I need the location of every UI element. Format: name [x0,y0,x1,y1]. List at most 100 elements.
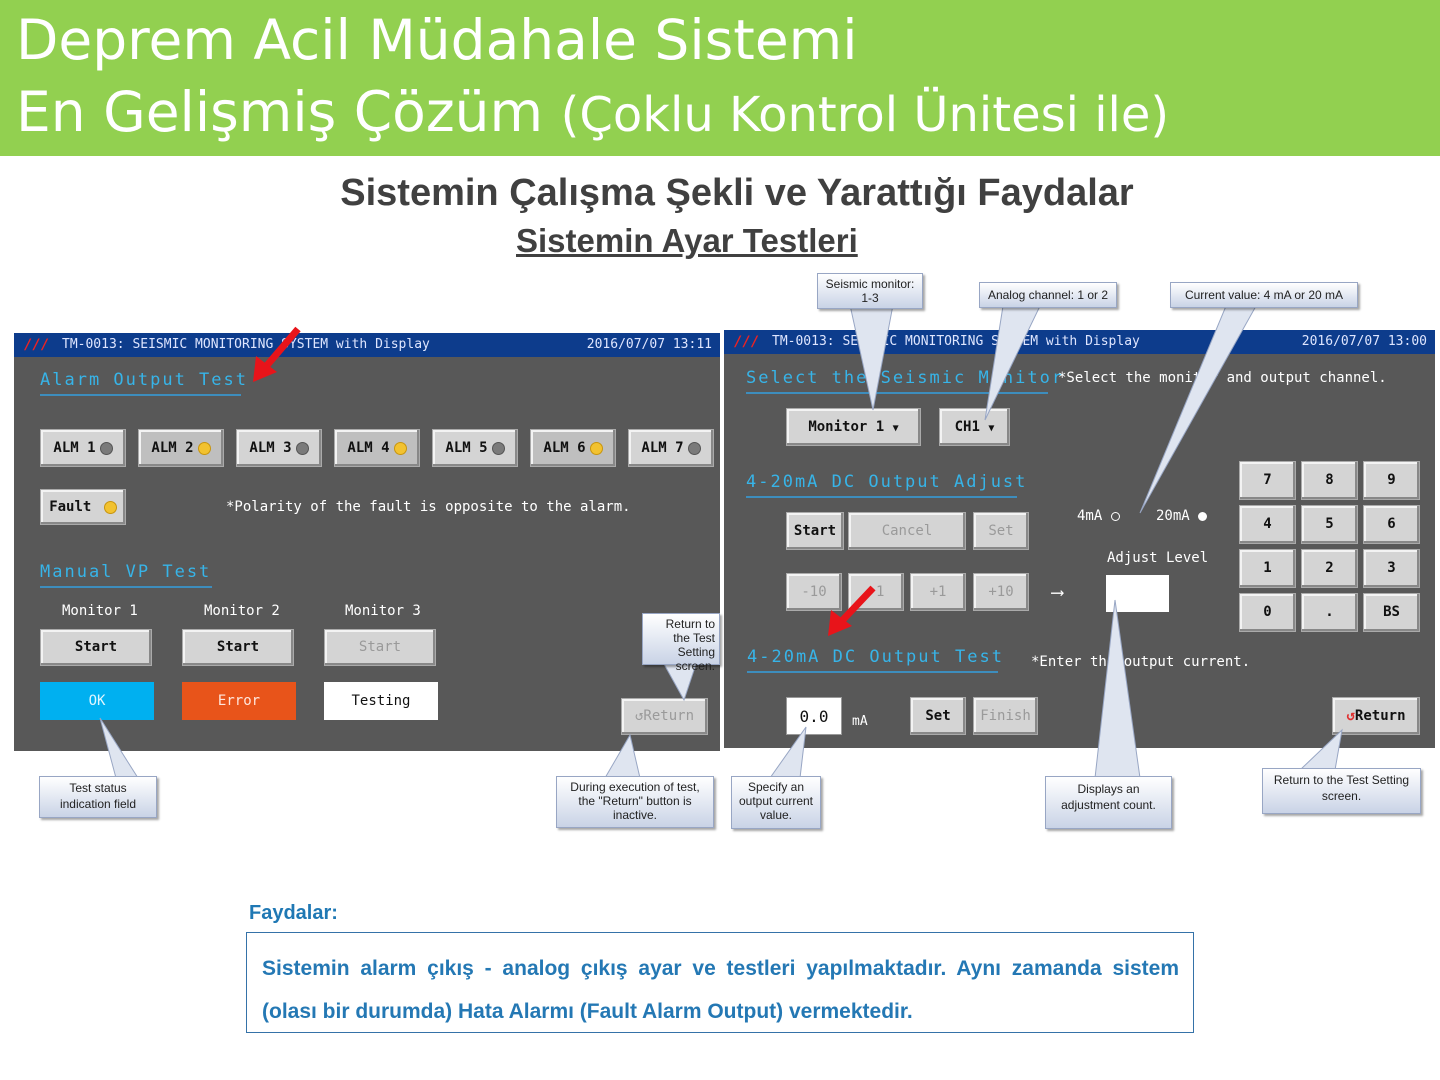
adjust-start-button[interactable]: Start [786,512,844,550]
return-arrow-icon: ↺ [634,708,644,724]
alarm-button-5[interactable]: ALM 5 [432,429,518,467]
keypad-key[interactable]: 7 [1239,461,1296,500]
select-monitor-note: *Select the monitor and output channel. [1058,370,1387,386]
callout-displays-count: Displays an adjustment count. [1045,776,1172,829]
left-return-button[interactable]: ↺Return [621,698,708,735]
select-monitor-heading: Select the Seismic Monitor [746,368,1062,394]
monitor-select-value: Monitor 1 [808,419,885,435]
right-return-button[interactable]: ↺Return [1332,697,1420,735]
monitor-1-start-button[interactable]: Start [40,629,152,666]
company-logo-icon: /// [734,334,760,350]
fault-button[interactable]: Fault [40,489,126,525]
adjust-set-button[interactable]: Set [973,512,1029,550]
alarm-led-icon [589,441,603,455]
adjust-level-field [1106,575,1169,612]
channel-select-dropdown[interactable]: CH1 ▼ [939,408,1010,446]
callout-during-execution: During execution of test, the "Return" b… [556,776,714,828]
step-minus-1-button[interactable]: -1 [848,573,904,611]
callout-current-value: Current value: 4 mA or 20 mA [1170,282,1358,308]
slide-subtitle-2: Sistemin Ayar Testleri [516,222,858,259]
callout-seismic-monitor: Seismic monitor: 1-3 [817,273,923,309]
alarm-button-label: ALM 6 [543,440,586,456]
output-adjust-heading: 4-20mA DC Output Adjust [746,472,1025,498]
keypad-key[interactable]: 2 [1301,549,1358,588]
ma20-indicator: 20mA [1156,508,1208,524]
keypad-key[interactable]: BS [1363,593,1420,632]
benefits-text: Sistemin alarm çıkış - analog çıkış ayar… [262,957,1179,1023]
manual-vp-test-heading: Manual VP Test [40,562,212,588]
ma20-radio-icon [1198,511,1208,521]
header-line-2: En Gelişmiş Çözüm (Çoklu Kontrol Ünitesi… [16,80,1169,147]
alarm-button-label: ALM 3 [249,440,292,456]
alarm-led-icon [197,441,211,455]
alarm-button-6[interactable]: ALM 6 [530,429,616,467]
callout-return-test-setting: Return to the Test Setting screen. [1262,768,1421,814]
keypad-key[interactable]: 6 [1363,505,1420,544]
alarm-button-label: ALM 5 [445,440,488,456]
monitor-select-dropdown[interactable]: Monitor 1 ▼ [786,408,921,446]
return-arrow-icon: ↺ [1346,708,1355,724]
output-current-input[interactable]: 0.0 [786,697,842,735]
ma4-indicator: 4mA [1077,508,1120,524]
output-unit-label: mA [852,714,868,729]
keypad-key[interactable]: 5 [1301,505,1358,544]
keypad-key[interactable]: 9 [1363,461,1420,500]
alarm-led-icon [491,441,505,455]
alarm-button-label: ALM 7 [641,440,684,456]
alarm-led-icon [393,441,407,455]
monitor-2-start-button[interactable]: Start [182,629,294,666]
keypad-key[interactable]: 1 [1239,549,1296,588]
alarm-button-3[interactable]: ALM 3 [236,429,322,467]
step-plus-1-button[interactable]: +1 [910,573,966,611]
left-screen: /// TM-0013: SEISMIC MONITORING SYSTEM w… [14,333,720,751]
benefits-title: Faydalar: [249,902,338,924]
ma4-radio-icon [1110,511,1120,521]
left-return-label: Return [643,708,694,724]
chevron-down-icon: ▼ [892,423,899,434]
output-test-note: *Enter the output current. [1031,654,1251,670]
callout-return-test: Return to the Test Setting screen. [642,613,720,673]
output-test-heading: 4-20mA DC Output Test [747,647,1002,673]
arrow-right-icon: ⟶ [1052,582,1063,603]
monitor-3-start-button[interactable]: Start [324,629,436,666]
adjust-level-label: Adjust Level [1107,550,1209,566]
right-window-title: TM-0013: SEISMIC MONITORING SYSTEM with … [772,334,1140,349]
header-line-1: Deprem Acil Müdahale Sistemi [16,8,858,72]
keypad-key[interactable]: 3 [1363,549,1420,588]
fault-polarity-note: *Polarity of the fault is opposite to th… [226,499,631,515]
monitor-1-label: Monitor 1 [62,603,138,619]
keypad-key[interactable]: 8 [1301,461,1358,500]
alarm-button-2[interactable]: ALM 2 [138,429,224,467]
keypad-key[interactable]: 4 [1239,505,1296,544]
benefits-box: Sistemin alarm çıkış - analog çıkış ayar… [246,932,1194,1033]
monitor-2-label: Monitor 2 [204,603,280,619]
left-window-title: TM-0013: SEISMIC MONITORING SYSTEM with … [62,337,430,352]
step-plus-10-button[interactable]: +10 [973,573,1029,611]
adjust-cancel-button[interactable]: Cancel [848,512,966,550]
keypad-key[interactable]: . [1301,593,1358,632]
step-minus-10-button[interactable]: -10 [786,573,842,611]
alarm-button-4[interactable]: ALM 4 [334,429,420,467]
monitor-2-status-error: Error [182,682,296,720]
monitor-3-label: Monitor 3 [345,603,421,619]
right-titlebar: /// TM-0013: SEISMIC MONITORING SYSTEM w… [724,330,1435,354]
left-datetime: 2016/07/07 13:11 [586,337,712,352]
test-finish-button[interactable]: Finish [973,697,1038,735]
alarm-output-test-heading: Alarm Output Test [40,370,246,396]
alarm-button-1[interactable]: ALM 1 [40,429,126,467]
alarm-led-icon [99,441,113,455]
callout-specify-output: Specify an output current value. [731,776,821,829]
alarm-button-label: ALM 1 [53,440,96,456]
slide-subtitle: Sistemin Çalışma Şekli ve Yarattığı Fayd… [340,172,1134,214]
company-logo-icon: /// [24,337,50,353]
monitor-1-status-ok: OK [40,682,154,720]
alarm-button-7[interactable]: ALM 7 [628,429,714,467]
fault-led-icon [103,500,117,514]
right-screen: /// TM-0013: SEISMIC MONITORING SYSTEM w… [724,330,1435,748]
ma20-label: 20mA [1156,508,1190,524]
test-set-button[interactable]: Set [910,697,966,735]
chevron-down-icon: ▼ [988,423,995,434]
right-datetime: 2016/07/07 13:00 [1301,334,1427,349]
channel-select-value: CH1 [954,419,980,435]
keypad-key[interactable]: 0 [1239,593,1296,632]
